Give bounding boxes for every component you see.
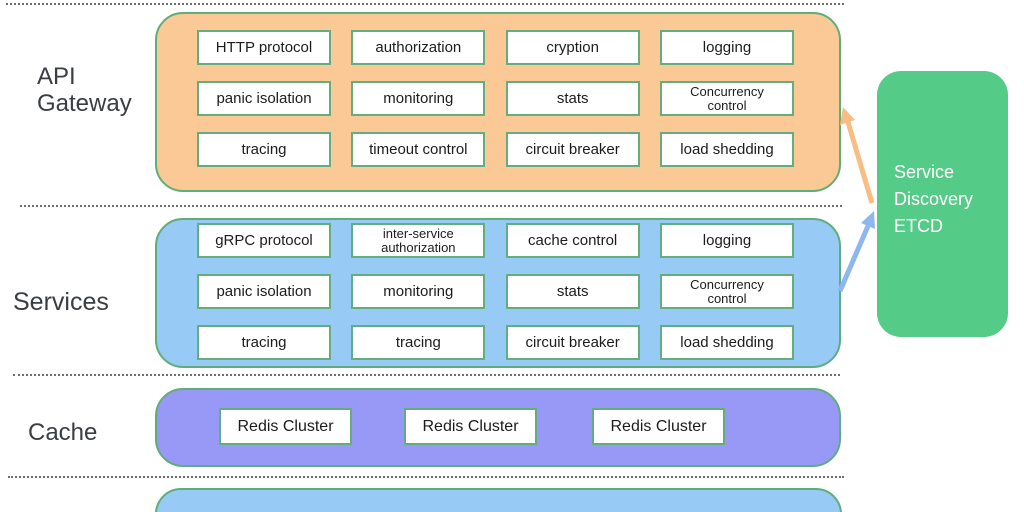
services-box-inter-service-authorization: inter-service authorization — [351, 223, 486, 258]
arrow-line-etcd-to-gateway — [845, 121, 875, 204]
services-box-load-shedding: load shedding — [659, 325, 794, 360]
gateway-box-logging: logging — [659, 30, 794, 65]
services-box-monitoring: monitoring — [351, 274, 486, 309]
services-box-logging: logging — [659, 223, 794, 258]
services-box-stats: stats — [505, 274, 640, 309]
arrowhead-etcd-to-gateway-icon — [840, 107, 855, 125]
api-gateway-container: HTTP protocol authorization cryption log… — [155, 12, 841, 192]
cache-box-redis-cluster-2: Redis Cluster — [404, 408, 537, 445]
cache-container: Redis Cluster Redis Cluster Redis Cluste… — [155, 388, 841, 467]
gateway-box-timeout-control: timeout control — [351, 132, 486, 167]
section-label-services: Services — [13, 288, 109, 316]
etcd-label: Service Discovery ETCD — [894, 162, 974, 236]
bottom-layer-container — [155, 488, 842, 512]
api-gateway-feature-grid: HTTP protocol authorization cryption log… — [157, 14, 839, 190]
services-box-panic-isolation: panic isolation — [197, 274, 331, 309]
services-feature-grid: gRPC protocol inter-service authorizatio… — [157, 220, 839, 366]
gateway-box-monitoring: monitoring — [351, 81, 486, 116]
section-label-api-gateway: API Gateway — [37, 63, 132, 117]
gateway-box-cryption: cryption — [505, 30, 640, 65]
gateway-box-circuit-breaker: circuit breaker — [505, 132, 640, 167]
gateway-box-load-shedding: load shedding — [659, 132, 794, 167]
gateway-box-tracing: tracing — [197, 132, 331, 167]
gateway-box-authorization: authorization — [351, 30, 486, 65]
services-box-circuit-breaker: circuit breaker — [505, 325, 640, 360]
section-label-cache: Cache — [28, 419, 98, 446]
gateway-box-stats: stats — [505, 81, 640, 116]
services-box-grpc-protocol: gRPC protocol — [197, 223, 331, 258]
dotted-divider-gateway-services — [20, 205, 842, 207]
dotted-divider-top — [6, 3, 844, 5]
services-box-tracing-2: tracing — [351, 325, 486, 360]
services-container: gRPC protocol inter-service authorizatio… — [155, 218, 841, 368]
services-box-concurrency-control: Concurrency control — [659, 274, 794, 309]
cache-box-redis-cluster-3: Redis Cluster — [592, 408, 725, 445]
services-box-cache-control: cache control — [505, 223, 640, 258]
gateway-box-panic-isolation: panic isolation — [197, 81, 331, 116]
dotted-divider-cache-bottom — [8, 476, 844, 478]
gateway-box-http-protocol: HTTP protocol — [197, 30, 331, 65]
cache-box-redis-cluster-1: Redis Cluster — [219, 408, 352, 445]
dotted-divider-services-cache — [13, 374, 840, 376]
etcd-box: Service Discovery ETCD — [877, 71, 1008, 337]
arrow-line-services-to-etcd — [837, 225, 871, 292]
arrowhead-services-to-etcd-icon — [861, 211, 875, 229]
gateway-box-concurrency-control: Concurrency control — [659, 81, 794, 116]
services-box-tracing-1: tracing — [197, 325, 331, 360]
